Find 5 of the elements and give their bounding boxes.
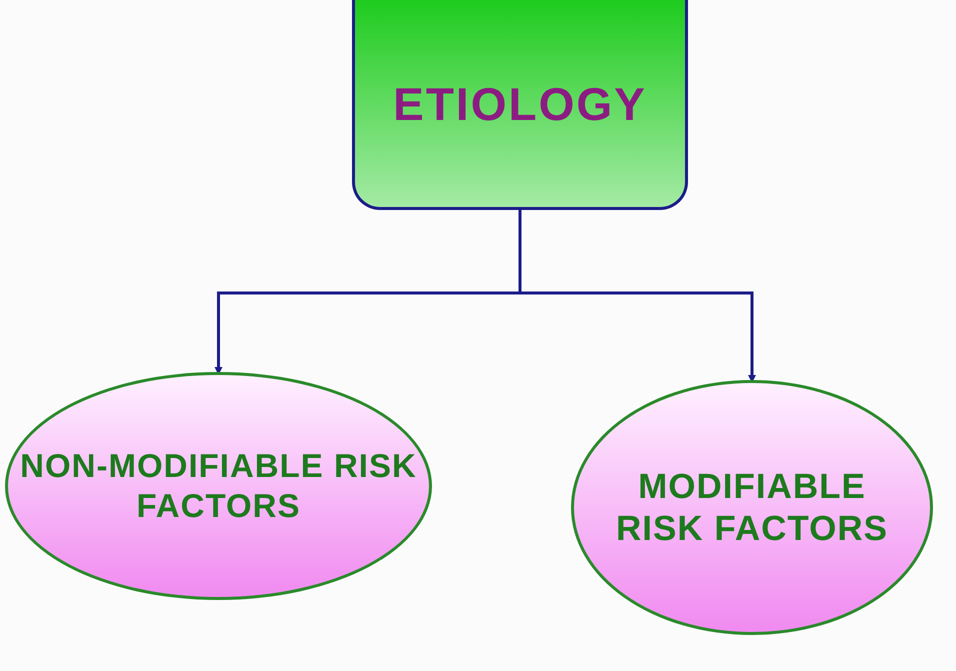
node-label: NON-MODIFIABLE RISK FACTORS (19, 446, 418, 526)
arrow (518, 210, 756, 383)
node-label: MODIFIABLE RISK FACTORS (615, 466, 889, 550)
box-title: ETIOLOGY (393, 76, 647, 130)
process-box (352, 0, 688, 210)
